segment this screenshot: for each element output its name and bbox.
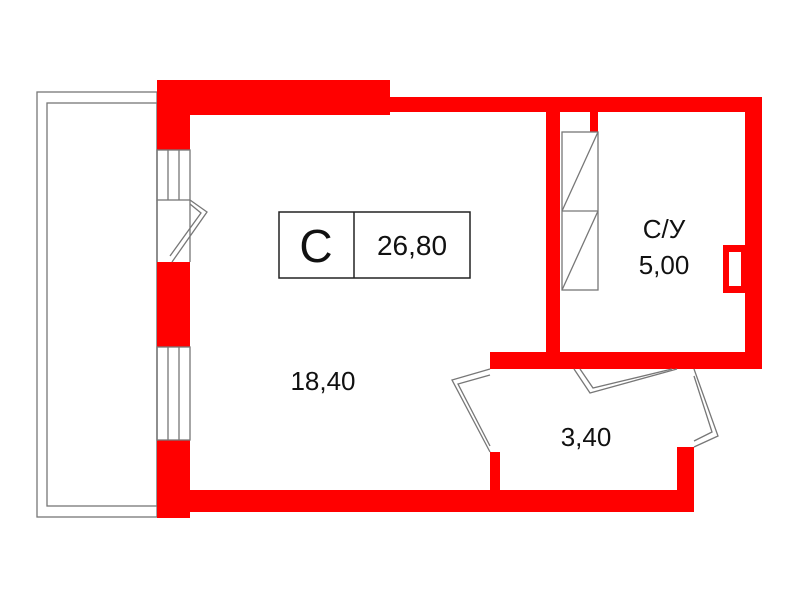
wall-top-left	[157, 80, 762, 115]
ventilation-shaft	[561, 131, 599, 291]
balcony-door	[156, 199, 208, 263]
room-area-living: 18,40	[290, 366, 355, 396]
wall-hall-right	[677, 447, 694, 512]
badge-type-letter: С	[299, 220, 332, 272]
room-area-bathroom: 5,00	[639, 250, 690, 280]
badge-total-area: 26,80	[377, 230, 447, 261]
walls	[157, 80, 762, 518]
wall-left-pier	[157, 262, 190, 347]
window-upper	[156, 149, 191, 201]
wall-partition	[546, 112, 560, 369]
wall-bathroom-bottom	[560, 352, 762, 369]
badge-frame	[278, 211, 471, 279]
wall-hall-stub-top	[490, 352, 562, 369]
wall-stub-top	[590, 112, 598, 132]
room-name-bathroom: С/У	[643, 214, 686, 244]
wall-right	[745, 97, 762, 369]
room-area-hallway: 3,40	[561, 422, 612, 452]
wall-hall-right-stub	[677, 352, 694, 369]
bathroom-door	[573, 368, 678, 394]
hall-right-door	[693, 368, 719, 448]
balcony	[36, 91, 158, 518]
wall-left-upper	[157, 80, 190, 150]
wall-bottom	[157, 490, 694, 512]
apartment-badge: С 26,80	[278, 211, 471, 279]
wall-hall-stub-bottom	[490, 452, 500, 497]
entry-door	[451, 368, 491, 453]
window-lower	[156, 346, 191, 441]
